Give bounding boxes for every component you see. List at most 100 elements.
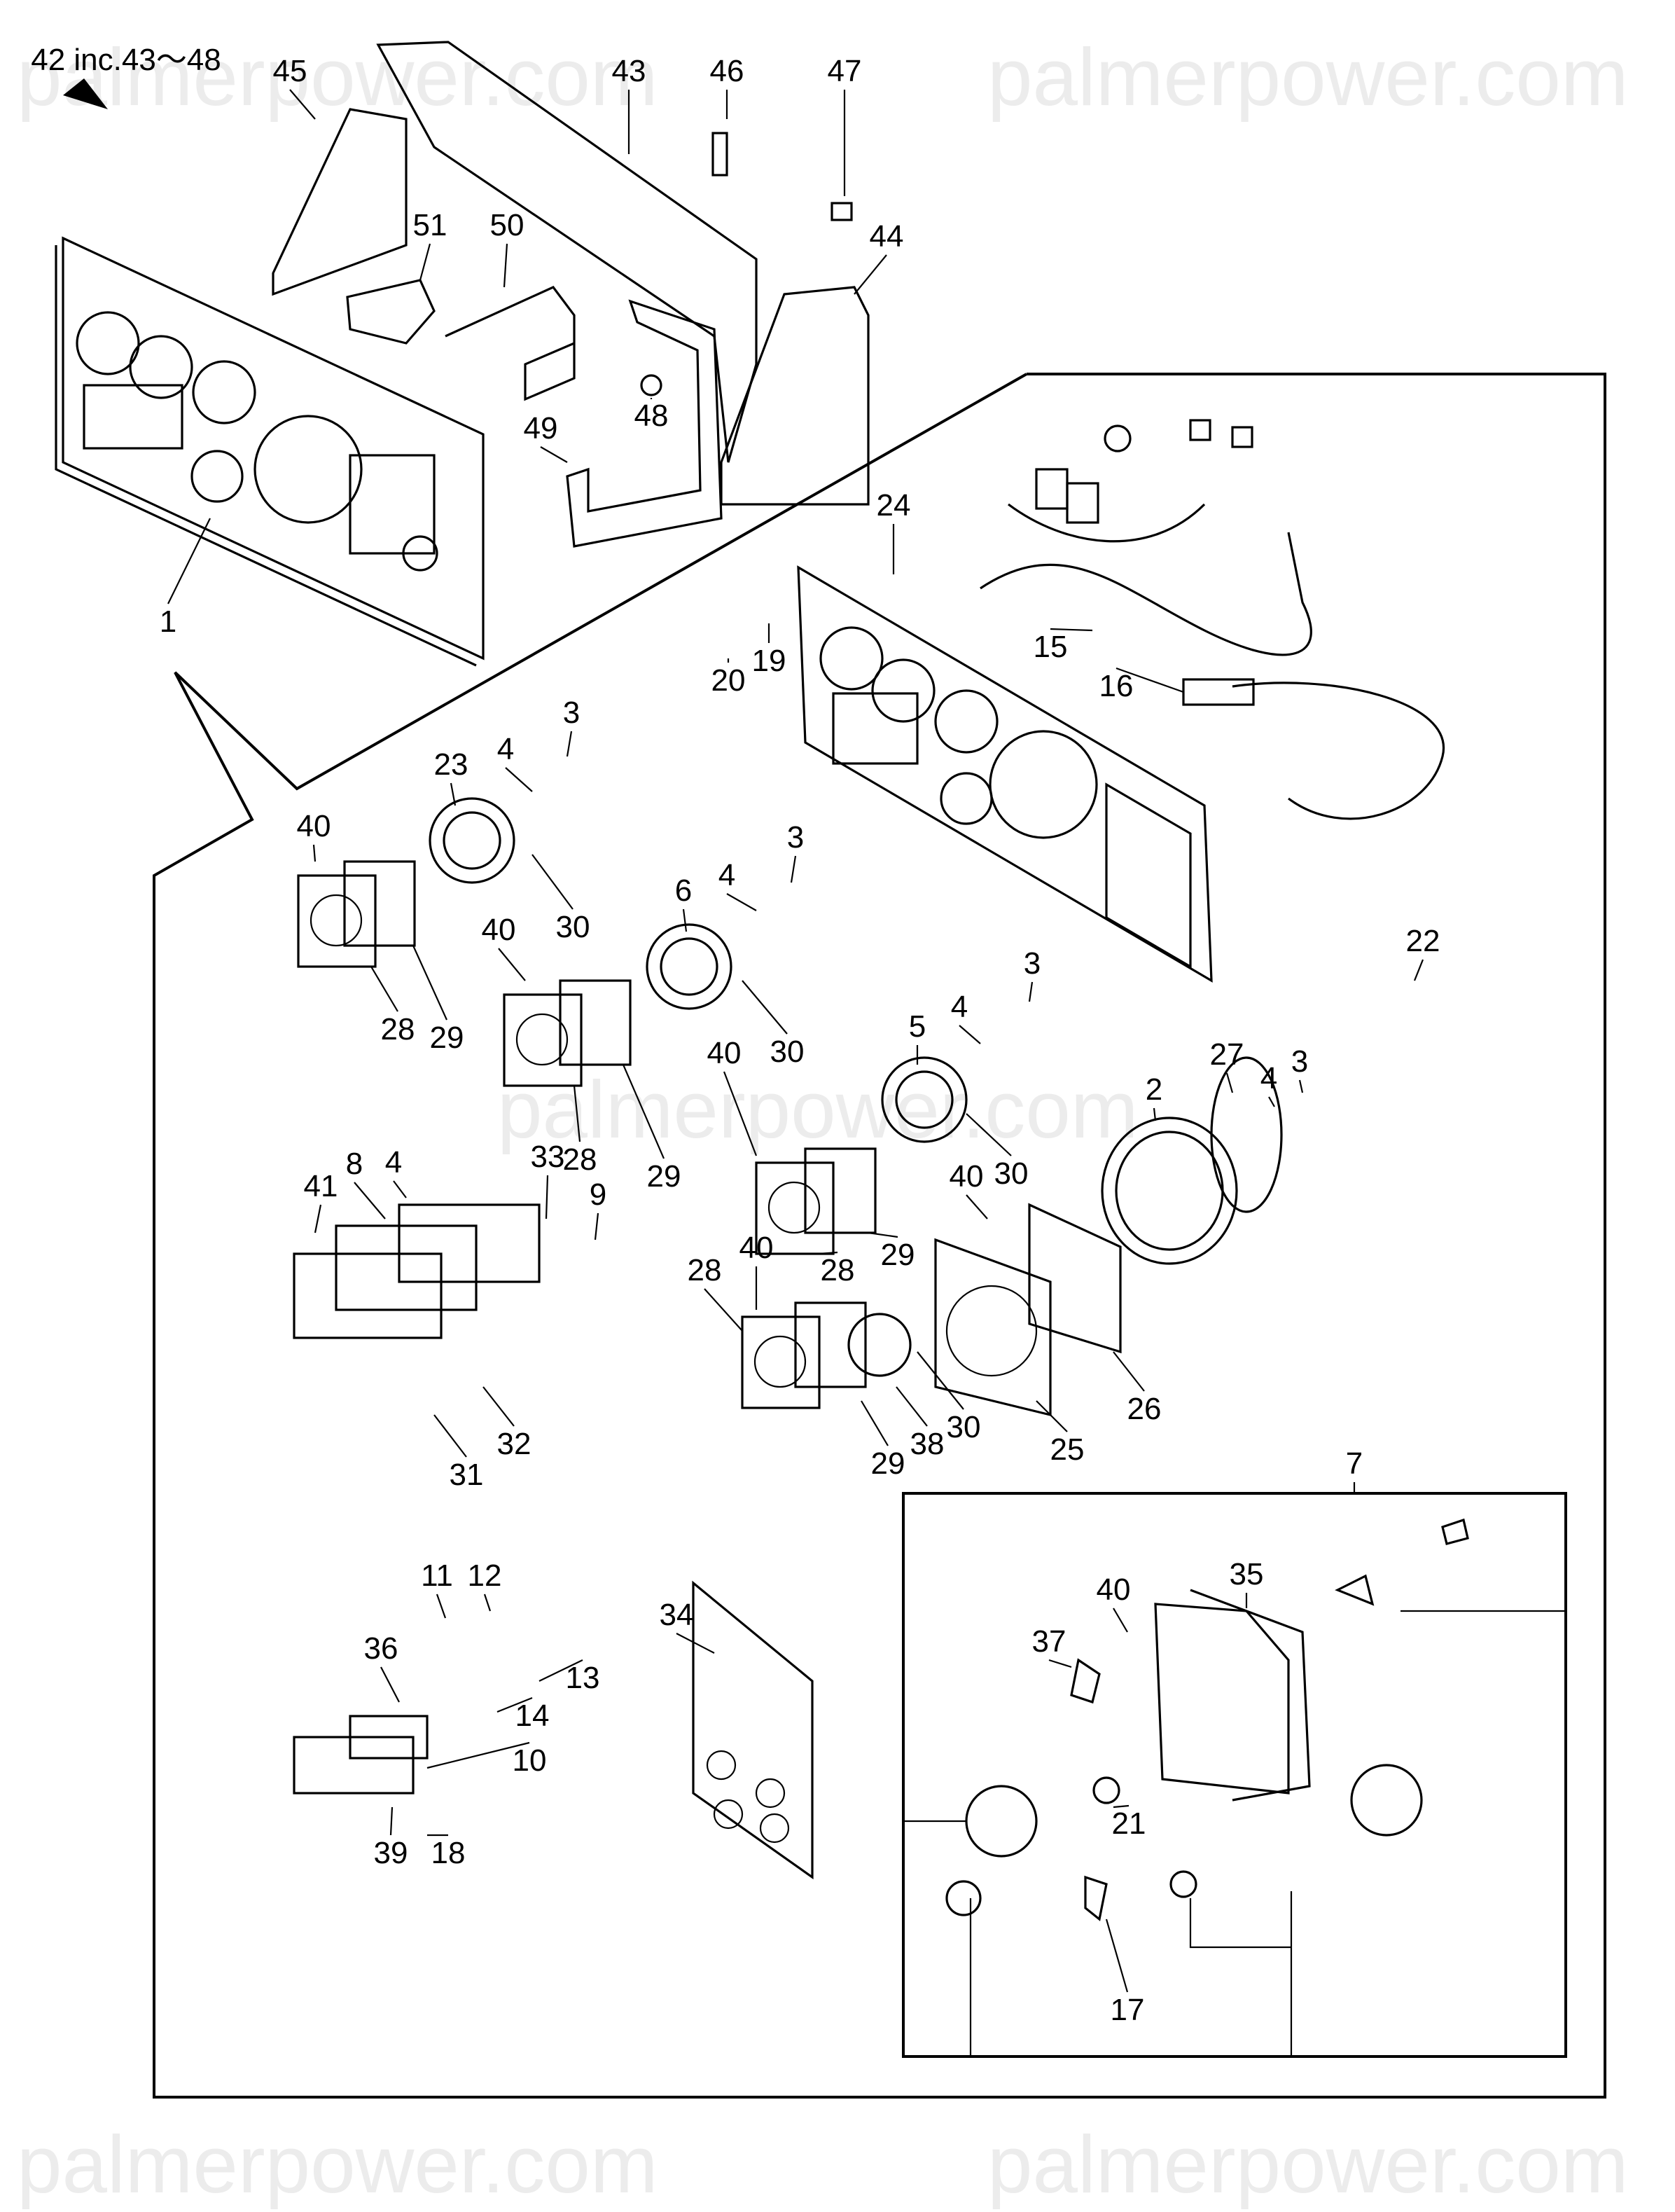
callout-leader-line xyxy=(917,1351,964,1410)
callout-leader-line xyxy=(573,1085,581,1142)
callout-label-45: 45 xyxy=(273,54,307,88)
callout-leader-line xyxy=(896,1386,928,1427)
callout-label-14: 14 xyxy=(515,1699,550,1733)
callout-leader-line xyxy=(854,254,887,295)
callout-leader-line xyxy=(819,1251,838,1255)
callout-label-40: 40 xyxy=(1097,1572,1131,1607)
callout-leader-line xyxy=(682,908,688,932)
callout-label-23: 23 xyxy=(434,747,468,782)
wiring-harness xyxy=(980,419,1445,820)
callout-label-3: 3 xyxy=(563,696,580,730)
callout-label-31: 31 xyxy=(450,1458,484,1492)
callout-leader-line xyxy=(412,945,448,1021)
rear-panel xyxy=(797,565,1213,983)
callout-label-27: 27 xyxy=(1210,1037,1244,1072)
callout-leader-line xyxy=(1413,959,1424,981)
callout-leader-line xyxy=(868,1231,898,1238)
callout-label-22: 22 xyxy=(1406,924,1440,958)
callout-label-44: 44 xyxy=(870,219,904,254)
callout-label-13: 13 xyxy=(566,1661,600,1695)
watermark-bottom-right: palmerpower.com xyxy=(987,2119,1628,2210)
switch-parts xyxy=(903,1518,1566,2057)
callout-label-10: 10 xyxy=(513,1743,547,1778)
gauges xyxy=(429,797,1283,1377)
callout-label-6: 6 xyxy=(675,873,692,908)
callout-label-40: 40 xyxy=(297,809,331,843)
callout-label-9: 9 xyxy=(590,1177,606,1212)
callout-label-49: 49 xyxy=(524,411,558,445)
callout-label-4: 4 xyxy=(497,732,514,766)
callout-label-47: 47 xyxy=(828,54,862,88)
callout-leader-line xyxy=(419,243,431,281)
callout-label-24: 24 xyxy=(877,488,911,523)
callout-label-28: 28 xyxy=(563,1142,597,1177)
callout-label-1: 1 xyxy=(160,604,176,639)
callout-label-28: 28 xyxy=(381,1012,415,1046)
callout-label-5: 5 xyxy=(909,1009,926,1044)
callout-leader-line xyxy=(1298,1079,1304,1093)
callout-label-30: 30 xyxy=(994,1156,1029,1191)
callout-leader-line xyxy=(167,518,211,604)
callout-leader-line xyxy=(314,1204,322,1233)
callout-leader-line xyxy=(482,1386,515,1427)
callout-leader-line xyxy=(370,966,398,1012)
callout-label-15: 15 xyxy=(1034,630,1068,664)
callout-label-50: 50 xyxy=(490,208,524,242)
callout-leader-line xyxy=(389,1806,394,1836)
callout-label-40: 40 xyxy=(707,1036,742,1070)
cover-parts xyxy=(272,41,870,548)
callout-label-36: 36 xyxy=(364,1631,398,1666)
callout-leader-line xyxy=(742,980,788,1035)
callout-label-21: 21 xyxy=(1112,1806,1146,1841)
callout-leader-line xyxy=(433,1414,467,1458)
callout-leader-line xyxy=(594,1212,599,1240)
callout-label-34: 34 xyxy=(660,1598,694,1632)
callout-label-28: 28 xyxy=(688,1253,722,1287)
callout-leader-line xyxy=(704,1288,743,1332)
callout-label-29: 29 xyxy=(430,1021,464,1055)
callout-label-30: 30 xyxy=(556,910,590,944)
callout-label-38: 38 xyxy=(910,1427,945,1461)
callout-label-11: 11 xyxy=(421,1558,453,1593)
callout-label-29: 29 xyxy=(647,1159,681,1194)
callout-leader-line xyxy=(1028,981,1034,1002)
callout-label-3: 3 xyxy=(1291,1044,1308,1079)
callout-label-4: 4 xyxy=(718,858,735,892)
callout-label-40: 40 xyxy=(739,1231,774,1265)
callout-leader-line xyxy=(503,243,508,288)
callout-leader-line xyxy=(1113,1351,1145,1392)
callout-leader-line xyxy=(1268,1096,1275,1107)
callout-label-37: 37 xyxy=(1032,1624,1066,1659)
callout-label-20: 20 xyxy=(711,663,746,698)
watermark-top-right: palmerpower.com xyxy=(987,32,1628,123)
callout-label-7: 7 xyxy=(1346,1446,1363,1481)
watermark-bottom-left: palmerpower.com xyxy=(17,2119,658,2210)
callout-leader-line xyxy=(312,844,317,862)
instrument-panel xyxy=(55,236,485,667)
callout-leader-line xyxy=(1113,1608,1128,1633)
callout-leader-line xyxy=(966,1194,988,1219)
callout-leader-line xyxy=(566,731,573,757)
callout-label-39: 39 xyxy=(374,1836,408,1870)
callout-leader-line xyxy=(1225,1072,1234,1093)
callout-leader-line xyxy=(726,893,757,911)
callout-label-26: 26 xyxy=(1127,1392,1162,1426)
callout-label-40: 40 xyxy=(950,1159,984,1194)
callout-label-18: 18 xyxy=(431,1836,466,1870)
switch-assembly-box xyxy=(902,1492,1567,2058)
pointer-arrow-icon xyxy=(63,78,108,109)
callout-label-4: 4 xyxy=(951,990,968,1024)
callout-label-12: 12 xyxy=(468,1558,502,1593)
callout-leader-line xyxy=(498,948,526,981)
callout-leader-line xyxy=(531,854,574,910)
callout-leader-line xyxy=(622,1064,665,1159)
callout-leader-line xyxy=(380,1666,400,1703)
callout-label-28: 28 xyxy=(821,1253,855,1287)
assembly-note: 42 inc.43～48 xyxy=(31,43,221,77)
callout-leader-line xyxy=(861,1400,889,1446)
callout-label-29: 29 xyxy=(881,1238,915,1272)
callout-leader-line xyxy=(538,1659,583,1682)
callout-leader-line xyxy=(1050,628,1093,632)
callout-label-8: 8 xyxy=(346,1147,363,1181)
